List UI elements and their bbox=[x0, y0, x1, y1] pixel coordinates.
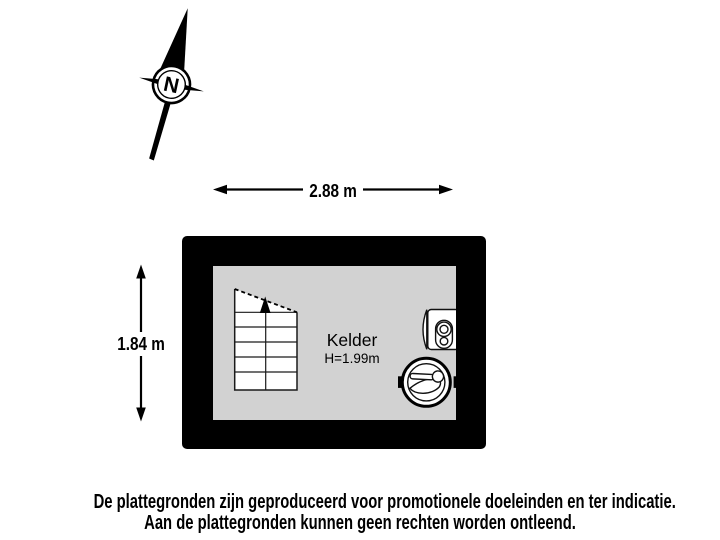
compass-needle-south bbox=[149, 96, 173, 161]
disclaimer-line-2: Aan de plattegronden kunnen geen rechten… bbox=[144, 512, 576, 534]
room-walls: Kelder H=1.99m bbox=[182, 236, 486, 449]
boiler-icon bbox=[398, 356, 456, 408]
north-compass-icon: N bbox=[139, 8, 204, 161]
disclaimer-line-1: De plattegronden zijn geproduceerd voor … bbox=[93, 491, 676, 513]
boiler-left-stub bbox=[398, 376, 403, 388]
boiler-right-stub bbox=[453, 376, 456, 388]
room-floor: Kelder H=1.99m bbox=[213, 266, 456, 420]
room-name: Kelder bbox=[326, 330, 378, 350]
disclaimer: De plattegronden zijn geproduceerd voor … bbox=[0, 492, 720, 534]
compass-north-letter: N bbox=[161, 73, 181, 99]
room-ceiling-height: H=1.99m bbox=[324, 351, 380, 366]
compass-east-spike bbox=[181, 84, 204, 92]
compass-inner-ring bbox=[156, 69, 187, 100]
room-label: Kelder H=1.99m bbox=[324, 330, 379, 367]
stair-direction-arrow bbox=[259, 296, 271, 313]
water-heater-icon bbox=[422, 308, 456, 351]
depth-dimension-value: 1.84 m bbox=[117, 333, 166, 354]
stair-outline bbox=[233, 289, 298, 391]
stairs-icon bbox=[233, 288, 298, 391]
width-dimension-value: 2.88 m bbox=[309, 180, 357, 201]
compass-west-spike bbox=[139, 77, 162, 85]
width-dimension-label: 2.88 m bbox=[303, 181, 363, 201]
depth-dimension-label: 1.84 m bbox=[111, 332, 172, 356]
